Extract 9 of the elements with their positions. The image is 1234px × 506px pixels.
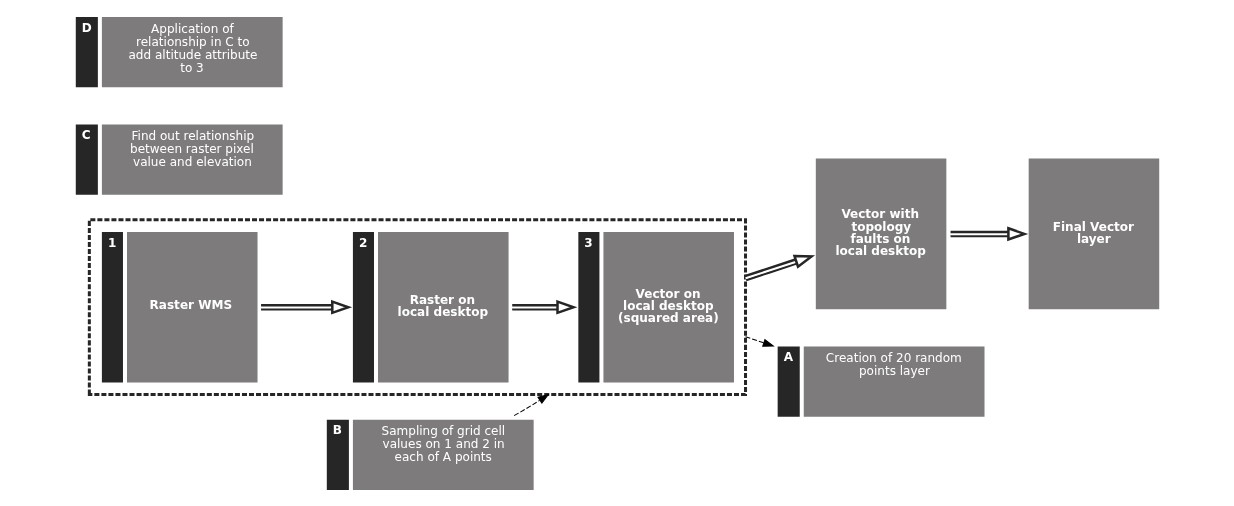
arrow [513, 393, 549, 416]
arrow [260, 299, 352, 315]
cluster [87, 217, 747, 396]
node-box: Final Vector layer [1028, 158, 1159, 309]
node-box: Vector with topology faults on local desktop [815, 158, 946, 309]
arrow [950, 226, 1028, 241]
arrow [511, 299, 577, 315]
arrow [744, 335, 774, 347]
arrow [744, 254, 815, 281]
